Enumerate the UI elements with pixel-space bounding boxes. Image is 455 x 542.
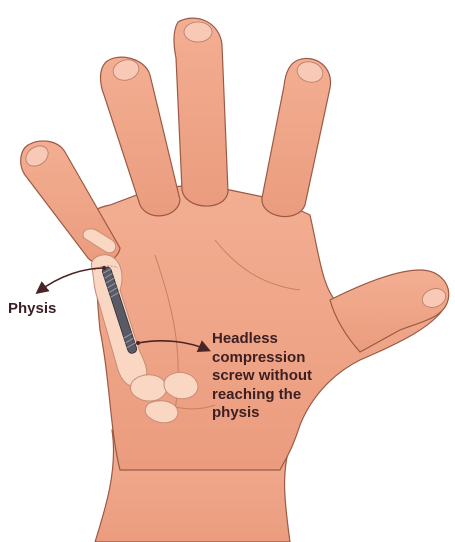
- carpal-bone: [164, 372, 198, 398]
- middle-finger: [174, 18, 228, 206]
- index-finger: [262, 58, 331, 216]
- screw-arrow-origin: [136, 341, 140, 345]
- middle-nail: [184, 22, 212, 42]
- screw-label: Headless compression screw without reach…: [212, 330, 312, 423]
- carpal-bone: [130, 375, 166, 401]
- ring-finger: [101, 57, 181, 216]
- physis-label: Physis: [8, 300, 56, 318]
- physis-arrow-origin: [102, 266, 106, 270]
